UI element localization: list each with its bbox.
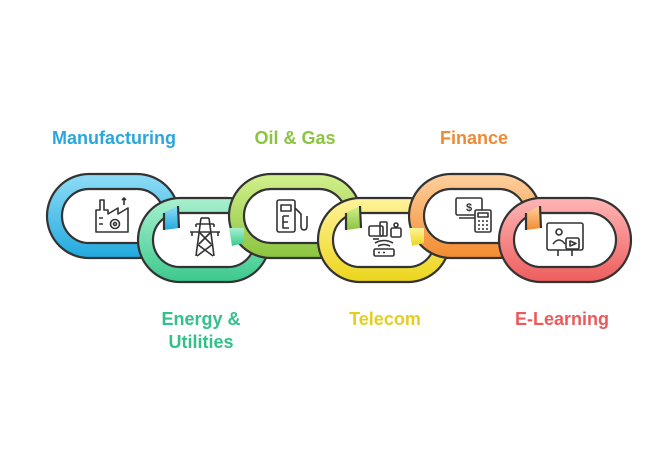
money-calculator-icon: $ [455,197,492,233]
label-oil-gas: Oil & Gas [254,128,336,148]
video-lesson-icon [546,222,584,256]
label-energy-utilities: Energy & Utilities [146,308,256,354]
network-devices-icon [368,221,402,257]
chain-link-e-learning [497,196,633,284]
label-e-learning: E-Learning [514,309,609,329]
label-energy-line-2: Utilities [168,332,234,352]
chain-interlocks [162,205,543,246]
svg-text:$: $ [466,202,472,214]
fuel-pump-icon [276,199,308,233]
label-energy-line-1: Energy & [161,309,241,329]
factory-icon [95,197,129,233]
label-finance: Finance [439,128,509,148]
label-manufacturing: Manufacturing [52,128,176,148]
power-tower-icon [190,217,220,257]
label-telecom: Telecom [349,309,421,329]
